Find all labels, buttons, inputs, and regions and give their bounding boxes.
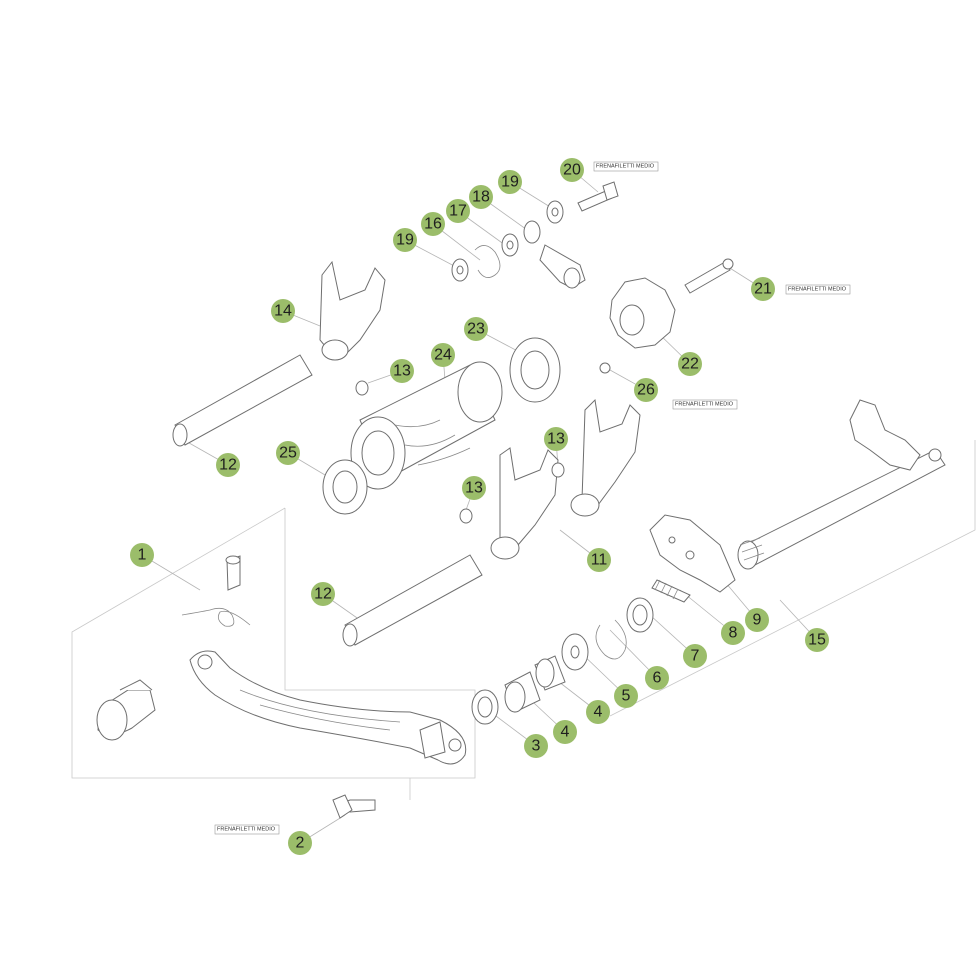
callout-11: 11 xyxy=(587,548,611,572)
callout-24: 24 xyxy=(431,343,455,367)
callouts: 1 2 3 4 4 5 6 7 8 9 11 12 12 13 13 13 14… xyxy=(130,158,829,855)
callout-label: 6 xyxy=(653,670,662,687)
callout-25: 25 xyxy=(276,441,300,465)
callout-label: 7 xyxy=(691,648,700,665)
callout-12: 12 xyxy=(216,453,240,477)
callout-label: 19 xyxy=(501,174,519,191)
shift-shaft xyxy=(649,399,946,603)
callout-label: 13 xyxy=(465,480,483,497)
note-text: FRENAFILETTI MEDIO xyxy=(596,164,655,170)
callout-23: 23 xyxy=(464,317,488,341)
callout-label: 4 xyxy=(594,704,603,721)
washer-stack xyxy=(471,597,654,725)
note-text: FRENAFILETTI MEDIO xyxy=(788,287,847,293)
callout-7: 7 xyxy=(683,644,707,668)
callout-21: 21 xyxy=(751,277,775,301)
note-part-2: FRENAFILETTI MEDIO xyxy=(214,824,280,835)
callout-label: 8 xyxy=(729,625,738,642)
shift-rods xyxy=(172,354,483,647)
callout-label: 26 xyxy=(637,382,655,399)
callout-label: 16 xyxy=(424,216,442,233)
callout-label: 14 xyxy=(274,303,292,320)
star-wheel xyxy=(577,181,734,374)
note-part-26: FRENAFILETTI MEDIO xyxy=(672,399,738,410)
callout-label: 11 xyxy=(591,552,608,569)
callout-label: 5 xyxy=(622,688,631,705)
callout-20: 20 xyxy=(560,158,584,182)
selector-arm xyxy=(451,200,586,289)
callout-17: 17 xyxy=(446,199,470,223)
callout-label: 4 xyxy=(561,724,570,741)
callout-label: 9 xyxy=(753,612,762,629)
callout-8: 8 xyxy=(721,621,745,645)
callout-16: 16 xyxy=(421,212,445,236)
callout-label: 19 xyxy=(396,232,414,249)
callout-label: 22 xyxy=(681,356,699,373)
assembly-frames xyxy=(71,440,976,800)
callout-13: 13 xyxy=(390,359,414,383)
callout-label: 25 xyxy=(279,445,297,462)
callout-19: 19 xyxy=(393,228,417,252)
shift-forks xyxy=(319,260,641,560)
callout-label: 3 xyxy=(532,738,541,755)
callout-label: 17 xyxy=(449,203,467,220)
callout-label: 12 xyxy=(219,457,237,474)
callout-12: 12 xyxy=(311,582,335,606)
threadlocker-notes: FRENAFILETTI MEDIO FRENAFILETTI MEDIO FR… xyxy=(214,161,851,835)
callout-19: 19 xyxy=(498,170,522,194)
callout-3: 3 xyxy=(524,734,548,758)
callout-4: 4 xyxy=(586,700,610,724)
callout-label: 13 xyxy=(547,431,565,448)
callout-label: 23 xyxy=(467,321,485,338)
callout-label: 15 xyxy=(808,632,826,649)
callout-1: 1 xyxy=(130,543,154,567)
callout-2: 2 xyxy=(288,831,312,855)
callout-5: 5 xyxy=(614,684,638,708)
callout-4: 4 xyxy=(553,720,577,744)
callout-9: 9 xyxy=(745,608,769,632)
note-text: FRENAFILETTI MEDIO xyxy=(217,827,276,833)
callout-label: 24 xyxy=(434,347,452,364)
callout-label: 2 xyxy=(296,835,305,852)
callout-6: 6 xyxy=(645,666,669,690)
callout-label: 1 xyxy=(138,547,147,564)
callout-label: 13 xyxy=(393,363,411,380)
callout-13: 13 xyxy=(462,476,486,500)
callout-label: 20 xyxy=(563,162,581,179)
note-part-21: FRENAFILETTI MEDIO xyxy=(785,284,851,295)
note-part-20: FRENAFILETTI MEDIO xyxy=(593,161,659,172)
callout-13: 13 xyxy=(544,427,568,451)
callout-15: 15 xyxy=(805,628,829,652)
callout-18: 18 xyxy=(469,185,493,209)
fork-pins xyxy=(355,380,565,524)
callout-label: 12 xyxy=(314,586,332,603)
callout-label: 21 xyxy=(754,281,772,298)
callout-22: 22 xyxy=(678,352,702,376)
callout-26: 26 xyxy=(634,378,658,402)
callout-label: 18 xyxy=(472,189,490,206)
selector-drum xyxy=(322,337,561,515)
callout-14: 14 xyxy=(271,299,295,323)
note-text: FRENAFILETTI MEDIO xyxy=(675,402,734,408)
gear-lever-assembly xyxy=(96,555,467,819)
